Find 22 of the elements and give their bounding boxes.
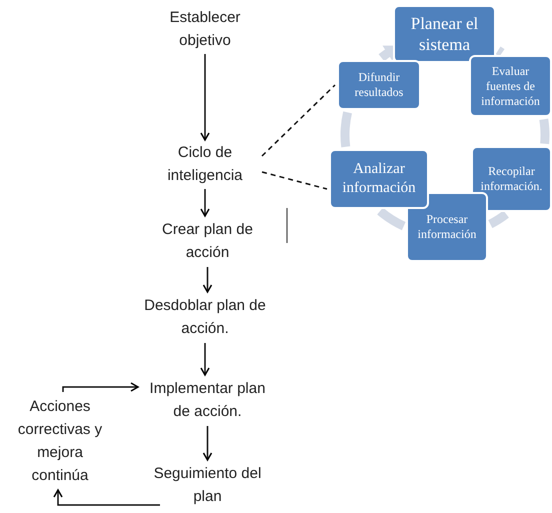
process-box: Analizar información <box>329 149 429 209</box>
process-box: Recopilar información. <box>471 146 552 212</box>
arrow <box>53 489 160 506</box>
dashed-line <box>262 171 328 190</box>
arrow <box>200 189 210 217</box>
arrow <box>202 267 212 293</box>
arrow <box>202 426 212 461</box>
process-box: Difundir resultados <box>337 60 421 110</box>
arrow <box>200 343 210 376</box>
process-box: Procesar información <box>406 192 488 262</box>
step-text: Desdoblar plan de acción. <box>130 295 280 339</box>
step-text: Acciones correctivas y mejora continúa <box>8 393 112 489</box>
step-text: Seguimiento del plan <box>145 463 270 507</box>
step-text: Implementar plan de acción. <box>140 378 275 422</box>
process-box: Evaluar fuentes de información <box>469 55 552 117</box>
arrow <box>200 54 210 141</box>
arrow <box>62 382 139 392</box>
step-text: Crear plan de acción <box>145 219 270 263</box>
dashed-line <box>261 84 336 157</box>
step-text: Ciclo de inteligencia <box>150 143 260 185</box>
step-text: Establecer objetivo <box>150 8 260 50</box>
process-box: Planear el sistema <box>393 5 496 63</box>
